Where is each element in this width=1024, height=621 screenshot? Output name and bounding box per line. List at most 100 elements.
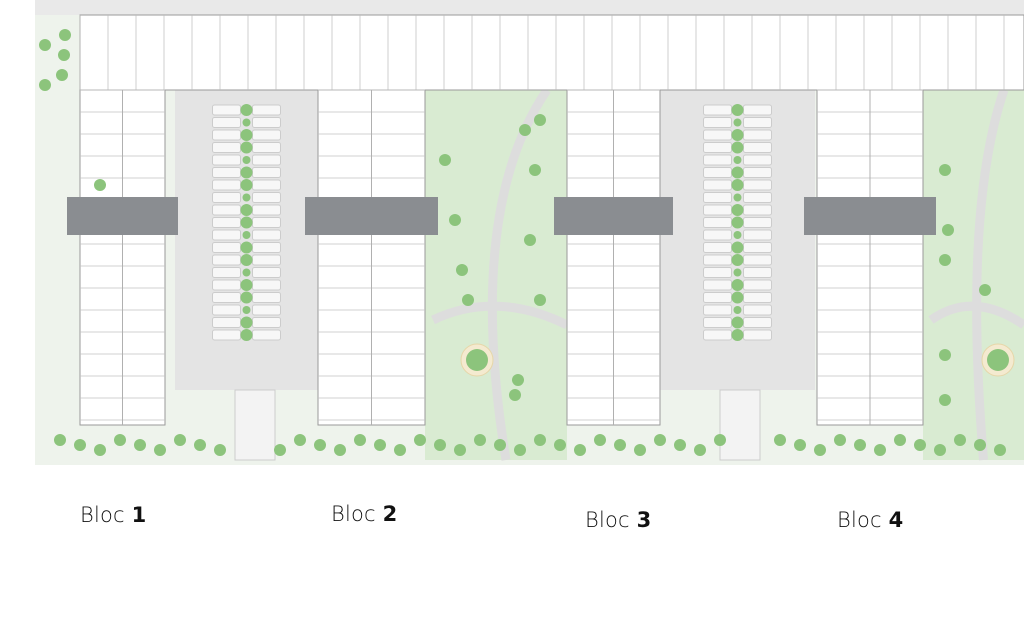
plaza-tree [987,349,1009,371]
parked-car [252,154,281,166]
tree [733,306,742,314]
parked-car [252,329,281,341]
tree [574,444,586,456]
tree [733,193,742,202]
tree [414,434,426,446]
parked-car [212,204,241,216]
tree [524,234,536,246]
parked-car [212,279,241,291]
tree [240,216,253,229]
tree [454,444,466,456]
garden-path [431,301,569,330]
tree [354,434,366,446]
tree [942,224,954,236]
parked-car [743,267,772,278]
bloc-prefix: Bloc [331,502,376,526]
parked-car [212,192,241,203]
tree [534,434,546,446]
parked-car [703,129,732,141]
parked-car [212,167,241,178]
tree [94,444,106,456]
parked-car [743,142,772,153]
parked-car [743,217,772,228]
parked-car [212,142,241,153]
site-plan [35,0,1024,465]
tree [394,444,406,456]
tree [714,434,726,446]
parked-car [252,304,281,316]
tree [242,231,251,239]
tree [731,129,744,141]
garden-path [972,88,1009,461]
tree [439,154,451,166]
parked-car [252,254,281,266]
parked-car [703,192,732,203]
parked-car [212,292,241,303]
parked-car [252,317,281,328]
tree [731,179,744,191]
bloc-number: 1 [131,503,147,527]
tree [509,389,521,401]
parked-car [703,254,732,266]
parked-car [212,329,241,341]
parked-car [703,142,732,153]
parked-car [252,129,281,141]
parked-car [212,267,241,278]
parked-car [252,179,281,191]
tree [634,444,646,456]
tree [240,141,253,154]
tree [534,114,546,126]
bloc-number: 4 [888,508,904,532]
tree [694,444,706,456]
tree [240,279,253,291]
tree [240,129,253,141]
tree [134,439,146,451]
tree [731,329,744,341]
parked-car [212,254,241,266]
tree [242,193,251,202]
parked-car [252,292,281,303]
parked-car [703,292,732,303]
tree [731,166,744,179]
parked-car [703,229,732,241]
parked-car [212,117,241,128]
bloc-4-label: Bloc 4 [837,508,903,532]
tree [939,349,951,361]
tree [733,156,742,164]
tree [456,264,468,276]
parked-car [743,154,772,166]
tree [94,179,106,191]
tree [614,439,626,451]
tree [194,439,206,451]
tree [731,204,744,216]
core-band [305,197,438,235]
tree [240,254,253,266]
tree [58,49,70,61]
tree [242,118,251,127]
tree [240,179,253,191]
tree [939,164,951,176]
parked-car [252,204,281,216]
garden-path [487,87,551,461]
tree [56,69,68,81]
ramp [234,389,276,461]
parked-car [743,204,772,216]
parked-car [252,167,281,178]
core-band [804,197,936,235]
parked-car [212,317,241,328]
bloc-2-label: Bloc 2 [331,502,397,526]
core-band [67,197,178,235]
parked-car [212,179,241,191]
parked-car [252,217,281,228]
tree [731,254,744,266]
parked-car [743,254,772,266]
parked-car [703,117,732,128]
tree [154,444,166,456]
parked-car [743,129,772,141]
tree [894,434,906,446]
tree [519,124,531,136]
tree [474,434,486,446]
tree [174,434,186,446]
tree [494,439,506,451]
parked-car [703,267,732,278]
